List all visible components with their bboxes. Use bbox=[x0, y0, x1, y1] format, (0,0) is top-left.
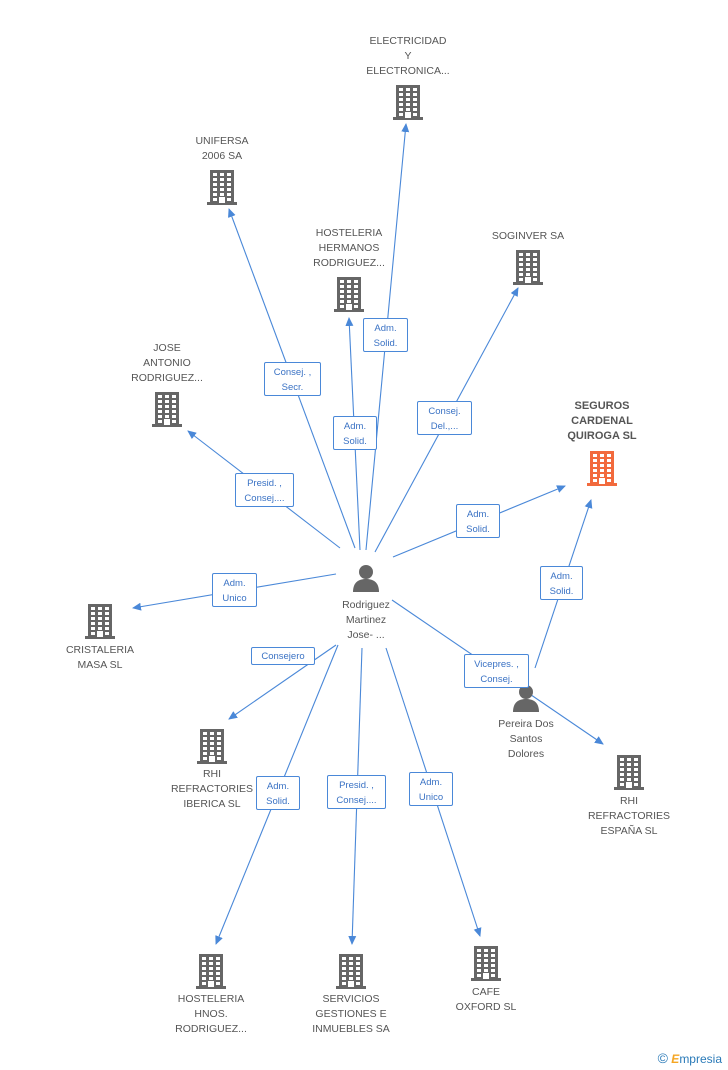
edge-label-unifersa[interactable]: Consej. , Secr. bbox=[264, 362, 321, 396]
edge-label-hosteleria_hermanos[interactable]: Adm. Solid. bbox=[333, 416, 377, 450]
node-label: SOGINVER SA bbox=[491, 230, 565, 242]
edge-label-rhi_iberica[interactable]: Consejero bbox=[251, 647, 315, 665]
building-icon bbox=[336, 954, 366, 989]
brand-name: mpresia bbox=[679, 1052, 722, 1066]
edge-label-electricidad[interactable]: Adm. Solid. bbox=[363, 318, 408, 352]
building-icon bbox=[207, 170, 237, 205]
building-icon bbox=[152, 392, 182, 427]
node-unifersa[interactable]: UNIFERSA 2006 SA bbox=[152, 134, 292, 205]
building-icon bbox=[513, 250, 543, 285]
node-label: SEGUROS CARDENAL QUIROGA SL bbox=[567, 400, 637, 442]
empresia-watermark: © Empresia bbox=[658, 1050, 722, 1066]
node-hosteleria_hermanos[interactable]: HOSTELERIA HERMANOS RODRIGUEZ... bbox=[279, 226, 419, 312]
node-soginver[interactable]: SOGINVER SA bbox=[458, 229, 598, 285]
person-icon bbox=[513, 685, 539, 712]
node-cristaleria[interactable]: CRISTALERIA MASA SL bbox=[30, 603, 170, 673]
copyright-symbol: © bbox=[657, 1050, 668, 1066]
edge-label-hosteleria_hnos[interactable]: Adm. Solid. bbox=[256, 776, 300, 810]
node-label: SERVICIOS GESTIONES E INMUEBLES SA bbox=[312, 993, 390, 1035]
node-label: CRISTALERIA MASA SL bbox=[65, 644, 135, 671]
edge-label-servicios[interactable]: Presid. , Consej.... bbox=[327, 775, 386, 809]
node-rodriguez[interactable]: Rodriguez Martinez Jose- ... bbox=[296, 564, 436, 643]
node-pereira[interactable]: Pereira Dos Santos Dolores bbox=[456, 684, 596, 762]
node-label: Rodriguez Martinez Jose- ... bbox=[342, 599, 390, 641]
brand-initial: E bbox=[671, 1052, 680, 1066]
edge-label-seguros[interactable]: Adm. Solid. bbox=[540, 566, 583, 600]
building-icon bbox=[196, 954, 226, 989]
building-icon bbox=[393, 85, 423, 120]
node-label: ELECTRICIDAD Y ELECTRONICA... bbox=[366, 35, 450, 77]
node-servicios[interactable]: SERVICIOS GESTIONES E INMUEBLES SA bbox=[281, 953, 421, 1037]
node-rhi_iberica[interactable]: RHI REFRACTORIES IBERICA SL bbox=[142, 728, 282, 812]
node-label: RHI REFRACTORIES ESPAÑA SL bbox=[587, 795, 671, 837]
edge-rodriguez-to-rhi_iberica bbox=[228, 644, 337, 720]
node-label: CAFE OXFORD SL bbox=[455, 986, 517, 1013]
edge-label-cristaleria[interactable]: Adm. Unico bbox=[212, 573, 257, 607]
person-icon bbox=[353, 565, 379, 592]
building-icon bbox=[471, 946, 501, 981]
edge-label-seguros[interactable]: Adm. Solid. bbox=[456, 504, 500, 538]
node-jose_antonio[interactable]: JOSE ANTONIO RODRIGUEZ... bbox=[97, 341, 237, 427]
edge-label-rhi_espana[interactable]: Vicepres. , Consej. bbox=[464, 654, 529, 688]
node-hosteleria_hnos[interactable]: HOSTELERIA HNOS. RODRIGUEZ... bbox=[141, 953, 281, 1037]
building-icon bbox=[614, 755, 644, 790]
node-cafe_oxford[interactable]: CAFE OXFORD SL bbox=[416, 945, 556, 1015]
node-seguros[interactable]: SEGUROS CARDENAL QUIROGA SL bbox=[532, 399, 672, 486]
node-label: UNIFERSA 2006 SA bbox=[195, 135, 249, 162]
node-rhi_espana[interactable]: RHI REFRACTORIES ESPAÑA SL bbox=[559, 754, 699, 839]
edge-label-jose_antonio[interactable]: Presid. , Consej.... bbox=[235, 473, 294, 507]
building-icon bbox=[334, 277, 364, 312]
building-icon bbox=[85, 604, 115, 639]
building-icon bbox=[197, 729, 227, 764]
edge-label-cafe_oxford[interactable]: Adm. Unico bbox=[409, 772, 453, 806]
node-label: Pereira Dos Santos Dolores bbox=[498, 718, 554, 760]
node-label: HOSTELERIA HERMANOS RODRIGUEZ... bbox=[313, 227, 385, 269]
node-label: HOSTELERIA HNOS. RODRIGUEZ... bbox=[175, 993, 247, 1035]
node-label: RHI REFRACTORIES IBERICA SL bbox=[170, 768, 254, 810]
building-icon bbox=[587, 451, 617, 486]
node-label: JOSE ANTONIO RODRIGUEZ... bbox=[131, 342, 203, 384]
node-electricidad[interactable]: ELECTRICIDAD Y ELECTRONICA... bbox=[338, 34, 478, 120]
edge-label-soginver[interactable]: Consej. Del.,... bbox=[417, 401, 472, 435]
